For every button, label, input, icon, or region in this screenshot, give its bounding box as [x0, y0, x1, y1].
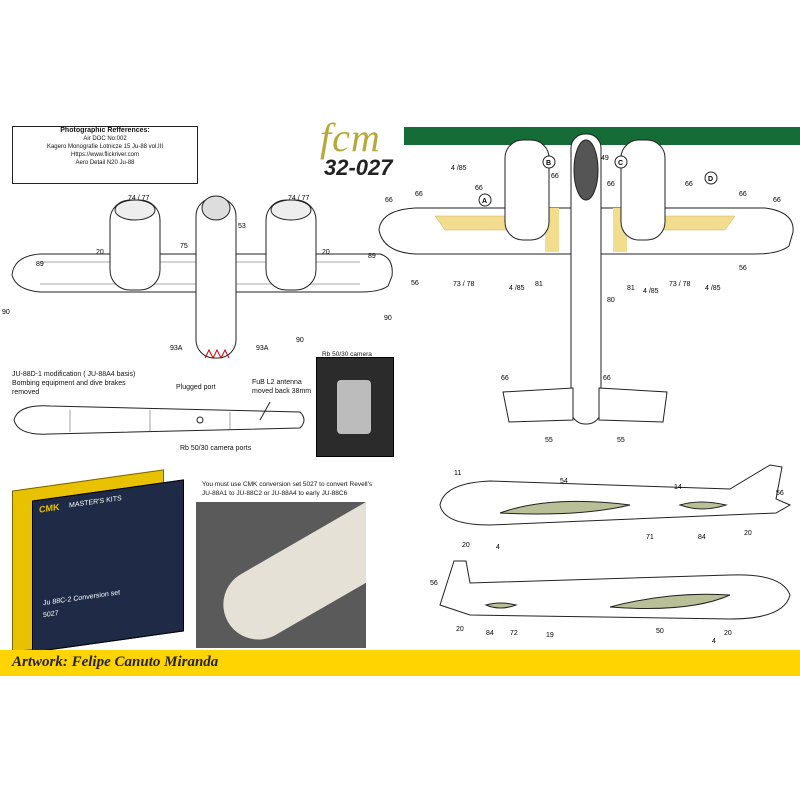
label: 50 — [656, 628, 664, 635]
label: 4 /85 — [451, 165, 467, 172]
label: 66 — [385, 197, 393, 204]
photo-caption: Rb 50/30 camera — [322, 351, 372, 358]
reference-line: Https://www.flickriver.com — [70, 152, 139, 158]
label: 19 — [546, 632, 554, 639]
note-line: Bombing equipment and dive brakes — [12, 380, 126, 387]
label: 66 — [685, 181, 693, 188]
note-line: removed — [12, 389, 40, 396]
label: 90 — [384, 315, 392, 322]
label: 80 — [607, 297, 615, 304]
label: 56 — [430, 580, 438, 587]
label: 73 / 78 — [669, 281, 691, 288]
camera-shape — [337, 380, 371, 434]
label: 66 — [415, 191, 423, 198]
note-line: You must use CMK conversion set 5027 to … — [202, 481, 373, 488]
label: 20 — [96, 249, 104, 256]
right-plan-view: A B C D 49 4 /85 66 66 66 66 66 66 66 66… — [378, 133, 794, 444]
label: 4 — [496, 544, 500, 551]
model-photo — [196, 502, 366, 648]
plugged-port-label: Plugged port — [176, 384, 216, 391]
kit-number: 5027 — [43, 609, 59, 620]
label: 90 — [296, 337, 304, 344]
label: 66 — [603, 375, 611, 382]
references-box: Photographic Refferences: Air DOC No:002… — [12, 126, 198, 184]
label: 55 — [617, 437, 625, 444]
conversion-note: You must use CMK conversion set 5027 to … — [202, 480, 402, 498]
camera-ports-label: Rb 50/30 camera ports — [180, 445, 252, 452]
label: 89 — [368, 253, 376, 260]
label: 75 — [180, 243, 188, 250]
note-line: JU-88A1 to JU-88C2 or JU-88A4 to early J… — [202, 490, 348, 497]
label: 14 — [674, 484, 682, 491]
label: 55 — [545, 437, 553, 444]
label: 56 — [776, 490, 784, 497]
kit-series: MASTER'S KITS — [69, 495, 122, 510]
label: 53 — [238, 223, 246, 230]
label: 49 — [601, 155, 609, 162]
antenna-label: FuB L2 antenna — [252, 379, 302, 386]
label: 20 — [456, 626, 464, 633]
camera-photo — [316, 357, 394, 457]
callout-B: B — [546, 160, 551, 167]
label: 72 — [510, 630, 518, 637]
left-plan-view: 74 / 77 74 / 77 75 53 20 20 89 89 90 90 … — [2, 195, 393, 360]
footer-bar: Artwork: Felipe Canuto Miranda — [0, 650, 800, 676]
kit-brand: CMK — [39, 501, 60, 515]
label: 56 — [411, 280, 419, 287]
antenna-label-2: moved back 38mm — [252, 388, 312, 395]
kit-box-front: CMK MASTER'S KITS Ju 88C-2 Conversion se… — [32, 479, 184, 653]
label: 73 / 78 — [453, 281, 475, 288]
label: 66 — [607, 181, 615, 188]
label: 74 / 77 — [128, 195, 150, 202]
model-nose — [210, 502, 366, 648]
label: 20 — [724, 630, 732, 637]
header-green-bar — [404, 127, 800, 145]
side-views: 11 54 14 56 20 4 71 84 20 56 20 84 72 19… — [430, 464, 792, 645]
callout-D: D — [708, 176, 713, 183]
label: 20 — [322, 249, 330, 256]
label: 66 — [739, 191, 747, 198]
label: 56 — [739, 265, 747, 272]
label: 81 — [535, 281, 543, 288]
label: 4 /85 — [643, 288, 659, 295]
label: 20 — [744, 530, 752, 537]
references-title: Photographic Refferences: — [60, 127, 150, 134]
label: 4 /85 — [705, 285, 721, 292]
brand-logo: fcm — [320, 115, 381, 160]
label: 93A — [170, 345, 183, 352]
label: 84 — [698, 534, 706, 541]
reference-line: Kagero Monografie Lotnicze 15 Ju-88 vol.… — [46, 144, 164, 150]
kit-box: CMK MASTER'S KITS Ju 88C-2 Conversion se… — [8, 469, 190, 653]
label: 11 — [454, 470, 461, 477]
label: 54 — [560, 478, 568, 485]
label: 66 — [501, 375, 509, 382]
label: 66 — [551, 173, 559, 180]
label: 20 — [462, 542, 470, 549]
note-line: JU-88D-1 modification ( JU-88A4 basis) — [12, 371, 136, 378]
label: 89 — [36, 261, 44, 268]
label: 81 — [627, 285, 635, 292]
label: 90 — [2, 309, 10, 316]
label: 4 — [712, 638, 716, 645]
label: 93A — [256, 345, 269, 352]
artwork-credit: Artwork: Felipe Canuto Miranda — [12, 654, 219, 670]
label: 66 — [475, 185, 483, 192]
side-underside-diagram — [13, 401, 305, 435]
callout-C: C — [618, 160, 623, 167]
label: 74 / 77 — [288, 195, 310, 202]
label: 66 — [773, 197, 781, 204]
reference-line: Aero Detail N20 Ju-88 — [75, 160, 135, 166]
label: 71 — [646, 534, 654, 541]
label: 84 — [486, 630, 494, 637]
callout-A: A — [482, 198, 487, 205]
kit-title: Ju 88C-2 Conversion set — [43, 589, 121, 608]
product-code: 32-027 — [324, 155, 393, 180]
label: 4 /85 — [509, 285, 525, 292]
modification-note: JU-88D-1 modification ( JU-88A4 basis) B… — [12, 370, 162, 397]
reference-line: Air DOC No:002 — [83, 136, 127, 142]
